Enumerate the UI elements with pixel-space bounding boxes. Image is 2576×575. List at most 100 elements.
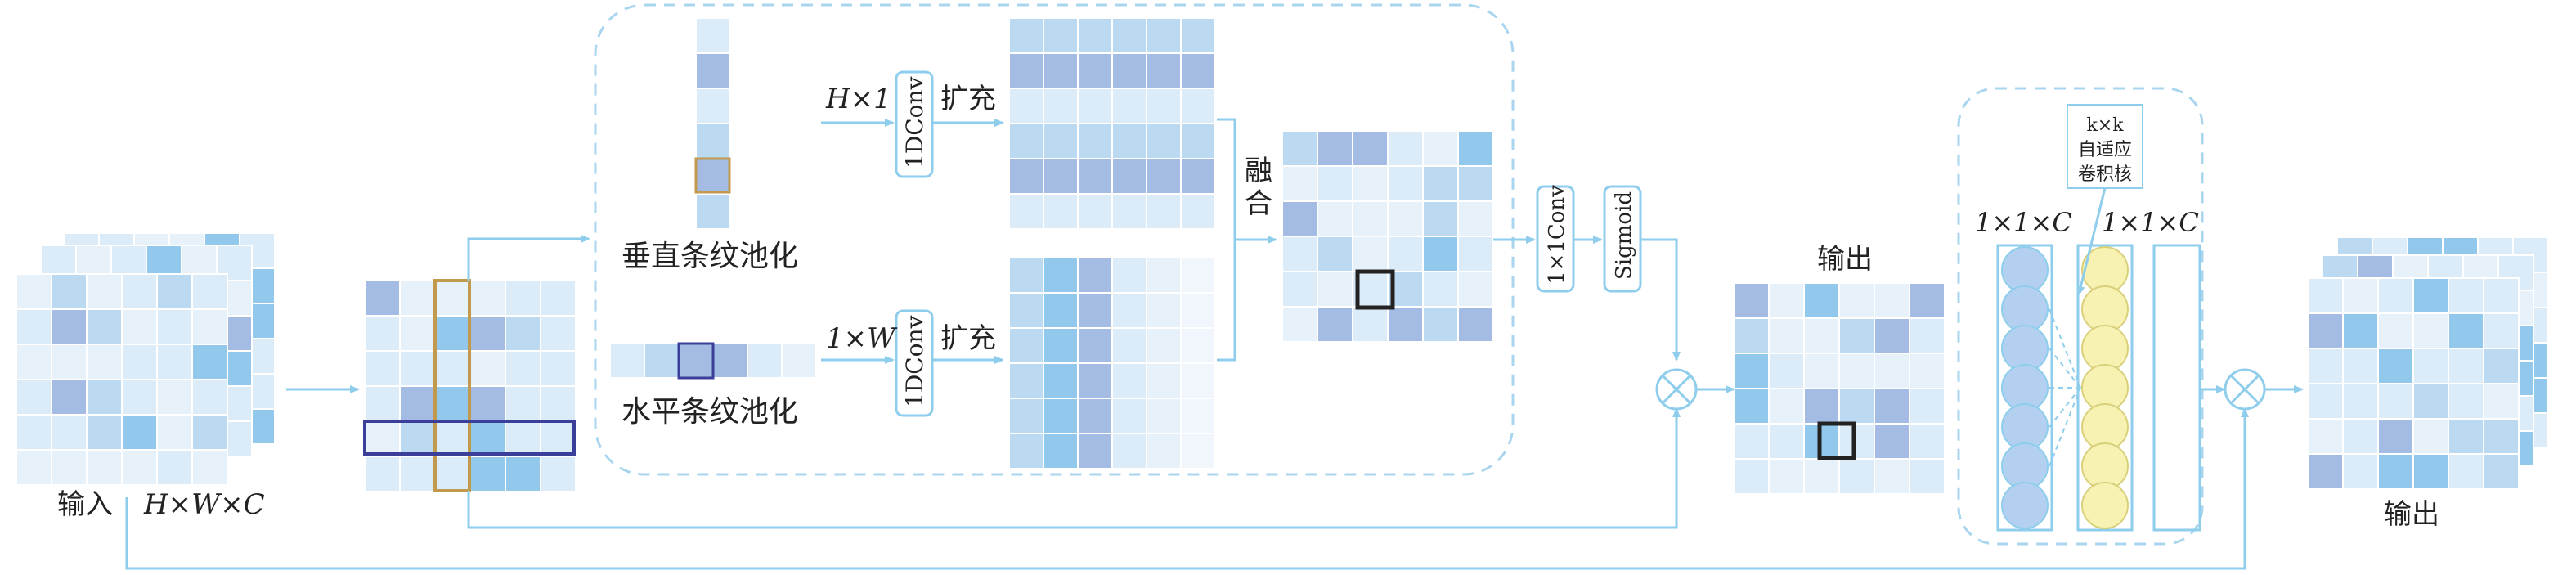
input-front-cell (16, 273, 52, 310)
vstrip-cell (695, 158, 730, 195)
vstrip-cell-highlight (694, 157, 731, 194)
expand-bottom-cell (1180, 327, 1216, 364)
fuse-label-line2: 合 (1245, 187, 1272, 220)
fused-cell (1422, 236, 1459, 272)
output-mid-cell (1838, 282, 1875, 319)
expand-top-cell (1077, 193, 1113, 230)
input-dims-label: H×W×C (143, 488, 265, 521)
conv1d-bottom-box (895, 309, 934, 417)
fused-cell (1317, 165, 1353, 202)
input-front-cell (86, 414, 123, 451)
final-front-cell (2377, 383, 2414, 420)
final-front-cell (2377, 453, 2414, 490)
output-mid-cell (1838, 317, 1875, 354)
final-front-cell (2307, 312, 2344, 349)
expand-bottom-cell (1146, 362, 1182, 399)
expand-bottom-label: 扩充 (940, 322, 996, 355)
dash-connection (2049, 348, 2081, 389)
arrow-sigmoid-to-mul1 (1640, 238, 1681, 362)
feature-cell (540, 350, 577, 387)
vector-right-label: 1×1×C (2102, 207, 2199, 238)
expand-top-cell (1111, 17, 1147, 54)
expand-top-cell (1008, 193, 1044, 230)
h-by-1-label: H×1 (825, 83, 891, 115)
fused-cell (1281, 200, 1318, 237)
feature-cell (469, 315, 506, 352)
expand-bottom-cell (1008, 292, 1044, 329)
input-front-cell (191, 308, 228, 345)
output-mid-cell (1874, 282, 1910, 319)
expand-bottom-cell (1077, 433, 1113, 469)
output-mid-cell (1874, 458, 1910, 495)
expand-top-cell (1180, 123, 1216, 159)
output-mid-cell (1874, 388, 1910, 425)
feature-cell (505, 350, 541, 387)
fused-cell (1317, 306, 1353, 343)
fused-cell (1352, 200, 1389, 237)
output-mid-cell (1803, 282, 1840, 319)
expand-bottom-cell (1180, 433, 1216, 469)
input-front-cell (121, 414, 158, 451)
hstrip-cell (712, 343, 748, 379)
conv1x1-label: 1×1Conv (1545, 185, 1569, 285)
fused-map-grid (1281, 130, 1494, 343)
fused-cell (1457, 271, 1494, 308)
output-mid-cell (1733, 282, 1770, 319)
output-mid-cell (1838, 458, 1875, 495)
final-front-cell (2448, 418, 2484, 455)
fused-cell (1387, 236, 1424, 272)
feature-cell (469, 280, 506, 317)
output-mid-cell (1838, 353, 1875, 389)
fused-cell (1387, 130, 1424, 167)
conv1d-top-label: 1DConv (901, 76, 928, 168)
expand-bottom-cell (1146, 398, 1182, 434)
input-front-cell (86, 344, 123, 380)
fused-cell (1281, 271, 1318, 308)
final-front-cell (2377, 277, 2414, 314)
feature-cell (399, 456, 436, 492)
expand-bottom-cell (1077, 327, 1113, 364)
expand-top-cell (1180, 158, 1216, 195)
expand-top-cell (1180, 88, 1216, 124)
expand-bottom-cell (1111, 433, 1147, 469)
hstrip-cell (644, 343, 680, 379)
feature-cell (540, 385, 577, 422)
expand-bottom-cell (1180, 362, 1216, 399)
fused-cell-highlight (1355, 269, 1395, 310)
fused-cell (1352, 165, 1389, 202)
expanded-vertical-map (1008, 17, 1216, 230)
expand-bottom-cell (1146, 292, 1182, 329)
intermediate-output-label: 输出 (1817, 243, 1873, 276)
expand-top-cell (1043, 17, 1079, 54)
output-mid-cell (1733, 353, 1770, 389)
vector-left-label: 1×1×C (1975, 207, 2072, 238)
kernel-label-box (2067, 104, 2143, 189)
vertical-strip-highlight (433, 279, 471, 492)
output-mid-cell (1768, 423, 1805, 460)
expand-top-cell (1008, 17, 1044, 54)
expand-top-label: 扩充 (940, 83, 996, 115)
output-mid-cell (1909, 353, 1945, 389)
expand-top-cell (1008, 88, 1044, 124)
channel-circle (2081, 482, 2129, 529)
input-front-cell (86, 379, 123, 416)
expand-bottom-cell (1008, 257, 1044, 294)
expanded-horizontal-map (1008, 257, 1216, 469)
feature-cell (364, 280, 401, 317)
feature-cell (399, 280, 436, 317)
fused-cell (1422, 200, 1459, 237)
fused-cell (1281, 165, 1318, 202)
expand-bottom-cell (1043, 398, 1079, 434)
output-mid-cell (1803, 353, 1840, 389)
expand-bottom-cell (1180, 257, 1216, 294)
final-front-cell (2342, 418, 2379, 455)
input-front-cell (121, 449, 158, 486)
expand-top-cell (1146, 158, 1182, 195)
multiply-symbol-1 (1655, 368, 1698, 411)
output-mid-cell (1909, 282, 1945, 319)
output-cell-highlight (1817, 421, 1856, 460)
expand-bottom-cell (1180, 292, 1216, 329)
output-mid-cell (1838, 388, 1875, 425)
output-mid-cell (1733, 423, 1770, 460)
